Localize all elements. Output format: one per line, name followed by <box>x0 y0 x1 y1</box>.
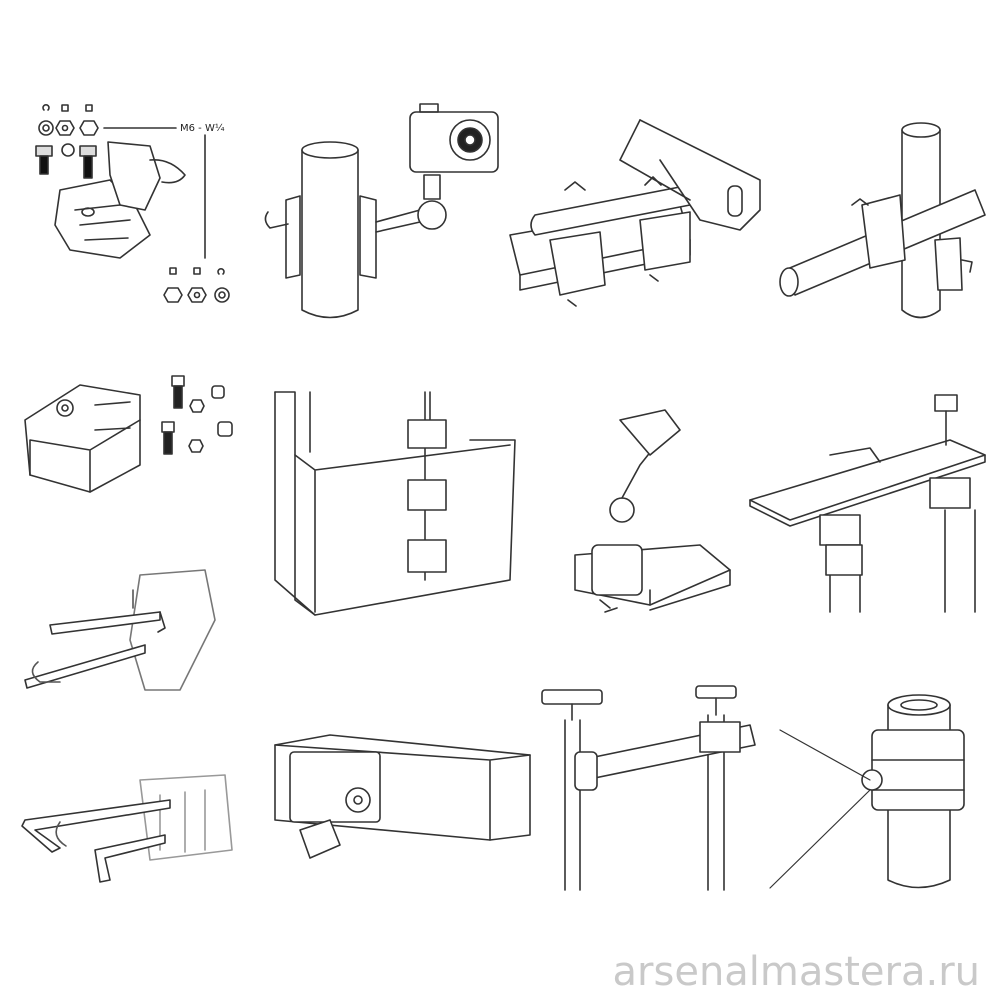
cross-pipe-clamp-panel <box>779 122 986 319</box>
watermark-text: arsenalmastera.ru <box>613 949 980 995</box>
table-on-stands-panel <box>749 394 986 613</box>
hacksaw-icon <box>619 119 761 231</box>
shelf-cabinet-panel <box>274 391 516 616</box>
hex-key-second-panel <box>21 774 233 883</box>
camera-icon <box>409 103 499 173</box>
articulated-arm-panel <box>574 409 731 613</box>
screw-set-bottom-icon <box>163 267 230 303</box>
hardware-kit-panel: M6 - W¼ <box>35 104 230 303</box>
screw-set-top-icon: M6 - W¼ <box>35 104 225 259</box>
beam-clamp-icon <box>289 751 381 859</box>
hex-key-turn-panel <box>24 569 216 691</box>
arm-clamp-icon <box>591 409 681 596</box>
cable-pipe-panel <box>769 694 965 889</box>
clamp-bolts-panel <box>24 375 233 493</box>
crossbar-stands-panel <box>541 685 756 891</box>
size-label: M6 - W¼ <box>180 122 225 134</box>
hacksaw-on-bench-panel <box>509 119 761 307</box>
camera-mount-on-pole-panel <box>264 103 499 319</box>
hex-key-icon <box>21 799 171 883</box>
bolt-set-icon <box>161 375 233 455</box>
beam-mount-panel <box>274 734 531 859</box>
hex-key-icon <box>24 611 166 689</box>
stand-table-icon <box>819 477 976 613</box>
cable-clamp-icon <box>861 729 965 811</box>
clamp-body-icon <box>54 141 186 259</box>
crossbar-icon <box>574 721 756 791</box>
